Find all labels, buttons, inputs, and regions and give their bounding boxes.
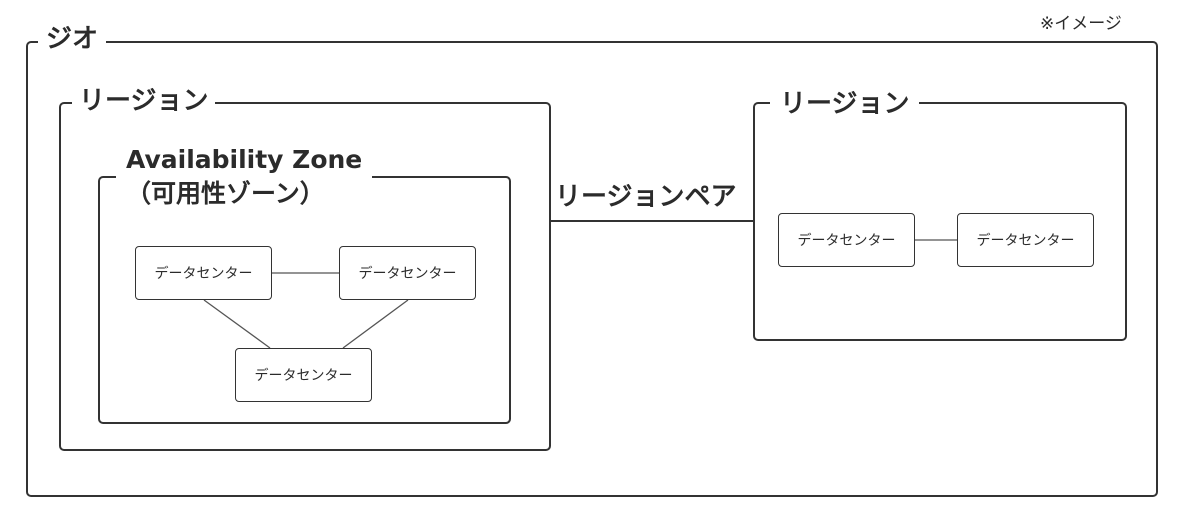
datacenter-az-2: データセンター <box>339 246 476 300</box>
dc-link-az2-az3 <box>342 299 409 349</box>
geo-label: ジオ <box>38 24 107 55</box>
region-pair-label: リージョンペア <box>555 182 737 212</box>
datacenter-right-2: データセンター <box>957 213 1094 267</box>
dc-link-az1-az3 <box>203 299 271 349</box>
region-left-label: リージョン <box>72 86 216 117</box>
datacenter-right-1: データセンター <box>778 213 915 267</box>
availability-zone-label: Availability Zone （可用性ゾーン） <box>116 145 373 211</box>
image-note: ※イメージ <box>1040 14 1122 34</box>
region-right-label: リージョン <box>770 89 920 120</box>
availability-zone-label-line1: Availability Zone <box>126 145 363 174</box>
datacenter-az-1: データセンター <box>135 246 272 300</box>
geo-box <box>26 41 1158 497</box>
region-right-box <box>753 102 1127 341</box>
datacenter-az-3: データセンター <box>235 348 372 402</box>
availability-zone-label-line2: （可用性ゾーン） <box>126 178 325 208</box>
region-left-box <box>59 102 551 451</box>
